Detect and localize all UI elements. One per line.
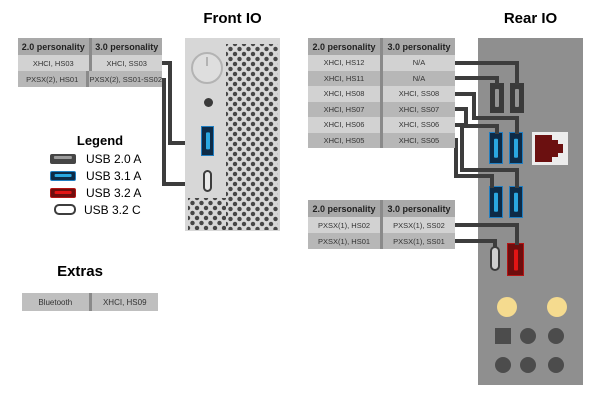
audio-jack-icon (520, 357, 536, 373)
legend-item: USB 3.1 A (50, 167, 141, 184)
rear-usb-3-2-a-port-icon (507, 243, 524, 276)
column-header: 2.0 personality (308, 200, 380, 217)
usb-3-2-c-port-icon (54, 204, 76, 215)
front-usb-3-2-c-port-icon (203, 170, 212, 192)
table-cell: N/A (383, 70, 455, 86)
rear-io-top-table: 2.0 personality 3.0 personality XHCI, HS… (308, 38, 455, 148)
rear-usb-3-2-c-port-icon (490, 246, 500, 271)
rear-usb-2-0-a-port-icon (510, 83, 524, 113)
vent-holes (188, 198, 226, 230)
table-cell: XHCI, HS08 (308, 86, 380, 102)
table-row: XHCI, HS12 N/A (308, 55, 455, 71)
table-row: PXSX(1), HS01 PXSX(1), SS01 (308, 233, 455, 249)
legend-label: USB 3.2 C (84, 202, 141, 217)
table-cell: XHCI, HS05 (308, 132, 380, 148)
table-cell: XHCI, SS06 (383, 117, 455, 133)
rear-usb-2-0-a-port-icon (490, 83, 504, 113)
wire-front-usb-a (160, 61, 185, 145)
audio-jack-icon (548, 328, 564, 344)
table-cell: PXSX(1), HS02 (308, 217, 380, 233)
column-header: 2.0 personality (18, 38, 89, 55)
front-usb-3-1-a-port-icon (201, 126, 214, 156)
table-cell: XHCI, HS03 (18, 55, 89, 71)
table-cell: XHCI, HS07 (308, 101, 380, 117)
table-cell: XHCI, HS09 (91, 293, 158, 311)
table-cell: PXSX(2), HS01 (18, 71, 87, 87)
table-cell: XHCI, SS08 (383, 86, 455, 102)
rear-usb-3-1-a-port-icon (489, 186, 503, 218)
table-row: Bluetooth XHCI, HS09 (22, 293, 158, 311)
usb-2-0-a-port-icon (50, 153, 76, 164)
rear-usb-3-1-a-port-icon (489, 132, 503, 164)
table-row: PXSX(2), HS01 PXSX(2), SS01-SS02 (18, 71, 162, 87)
column-header: 3.0 personality (383, 200, 455, 217)
audio-jack-icon (548, 357, 564, 373)
wire-front-usb-c (160, 78, 185, 186)
audio-jack-icon (495, 357, 511, 373)
column-divider (380, 200, 383, 217)
legend-label: USB 2.0 A (86, 151, 142, 166)
column-header: 3.0 personality (383, 38, 455, 55)
legend-label: USB 3.1 A (86, 168, 142, 183)
front-panel (185, 38, 280, 231)
table-cell: PXSX(1), HS01 (308, 233, 380, 249)
column-header: 3.0 personality (91, 38, 162, 55)
table-row: XHCI, HS06 XHCI, SS06 (308, 117, 455, 133)
table-row: PXSX(1), HS02 PXSX(1), SS02 (308, 217, 455, 233)
table-row: XHCI, HS11 N/A (308, 70, 455, 86)
usb-3-2-a-port-icon (50, 187, 76, 198)
table-row: XHCI, HS08 XHCI, SS08 (308, 86, 455, 102)
vent-holes (226, 44, 278, 230)
legend-item: USB 3.2 A (50, 184, 141, 201)
legend-title: Legend (76, 133, 124, 148)
extras-table: Bluetooth XHCI, HS09 (22, 293, 158, 311)
table-row: XHCI, HS03 XHCI, SS03 (18, 55, 162, 71)
front-io-table: 2.0 personality 3.0 personality XHCI, HS… (18, 38, 162, 87)
legend-item: USB 2.0 A (50, 150, 141, 167)
front-io-title: Front IO (203, 10, 262, 27)
column-header: 2.0 personality (308, 38, 380, 55)
table-cell: PXSX(1), SS01 (383, 233, 455, 249)
table-cell: XHCI, HS12 (308, 55, 380, 71)
power-button-icon (191, 52, 223, 84)
column-divider (380, 38, 383, 55)
rear-io-bottom-table: 2.0 personality 3.0 personality PXSX(1),… (308, 200, 455, 249)
table-cell: XHCI, SS05 (383, 132, 455, 148)
audio-jack-icon (520, 328, 536, 344)
optical-audio-port-icon (495, 328, 511, 344)
table-cell: XHCI, HS06 (308, 117, 380, 133)
table-cell: PXSX(1), SS02 (383, 217, 455, 233)
rear-panel (478, 38, 583, 385)
table-cell: Bluetooth (22, 293, 89, 311)
usb-3-1-a-port-icon (50, 170, 76, 181)
table-cell: N/A (383, 55, 455, 71)
legend: USB 2.0 A USB 3.1 A USB 3.2 A USB 3.2 C (50, 150, 141, 218)
extras-title: Extras (57, 263, 103, 280)
led-indicator-icon (204, 98, 213, 107)
legend-item: USB 3.2 C (50, 201, 141, 218)
table-cell: PXSX(2), SS01-SS02 (89, 71, 162, 87)
rear-io-title: Rear IO (503, 10, 558, 27)
antenna-connector-icon (547, 297, 567, 317)
table-row: XHCI, HS07 XHCI, SS07 (308, 101, 455, 117)
legend-label: USB 3.2 A (86, 185, 142, 200)
rear-usb-3-1-a-port-icon (509, 132, 523, 164)
table-row: XHCI, HS05 XHCI, SS05 (308, 132, 455, 148)
antenna-connector-icon (497, 297, 517, 317)
table-cell: XHCI, SS03 (91, 55, 162, 71)
rear-usb-3-1-a-port-icon (509, 186, 523, 218)
table-cell: XHCI, HS11 (308, 70, 380, 86)
column-divider (88, 38, 92, 55)
ethernet-port-icon (532, 132, 568, 165)
table-cell: XHCI, SS07 (383, 101, 455, 117)
